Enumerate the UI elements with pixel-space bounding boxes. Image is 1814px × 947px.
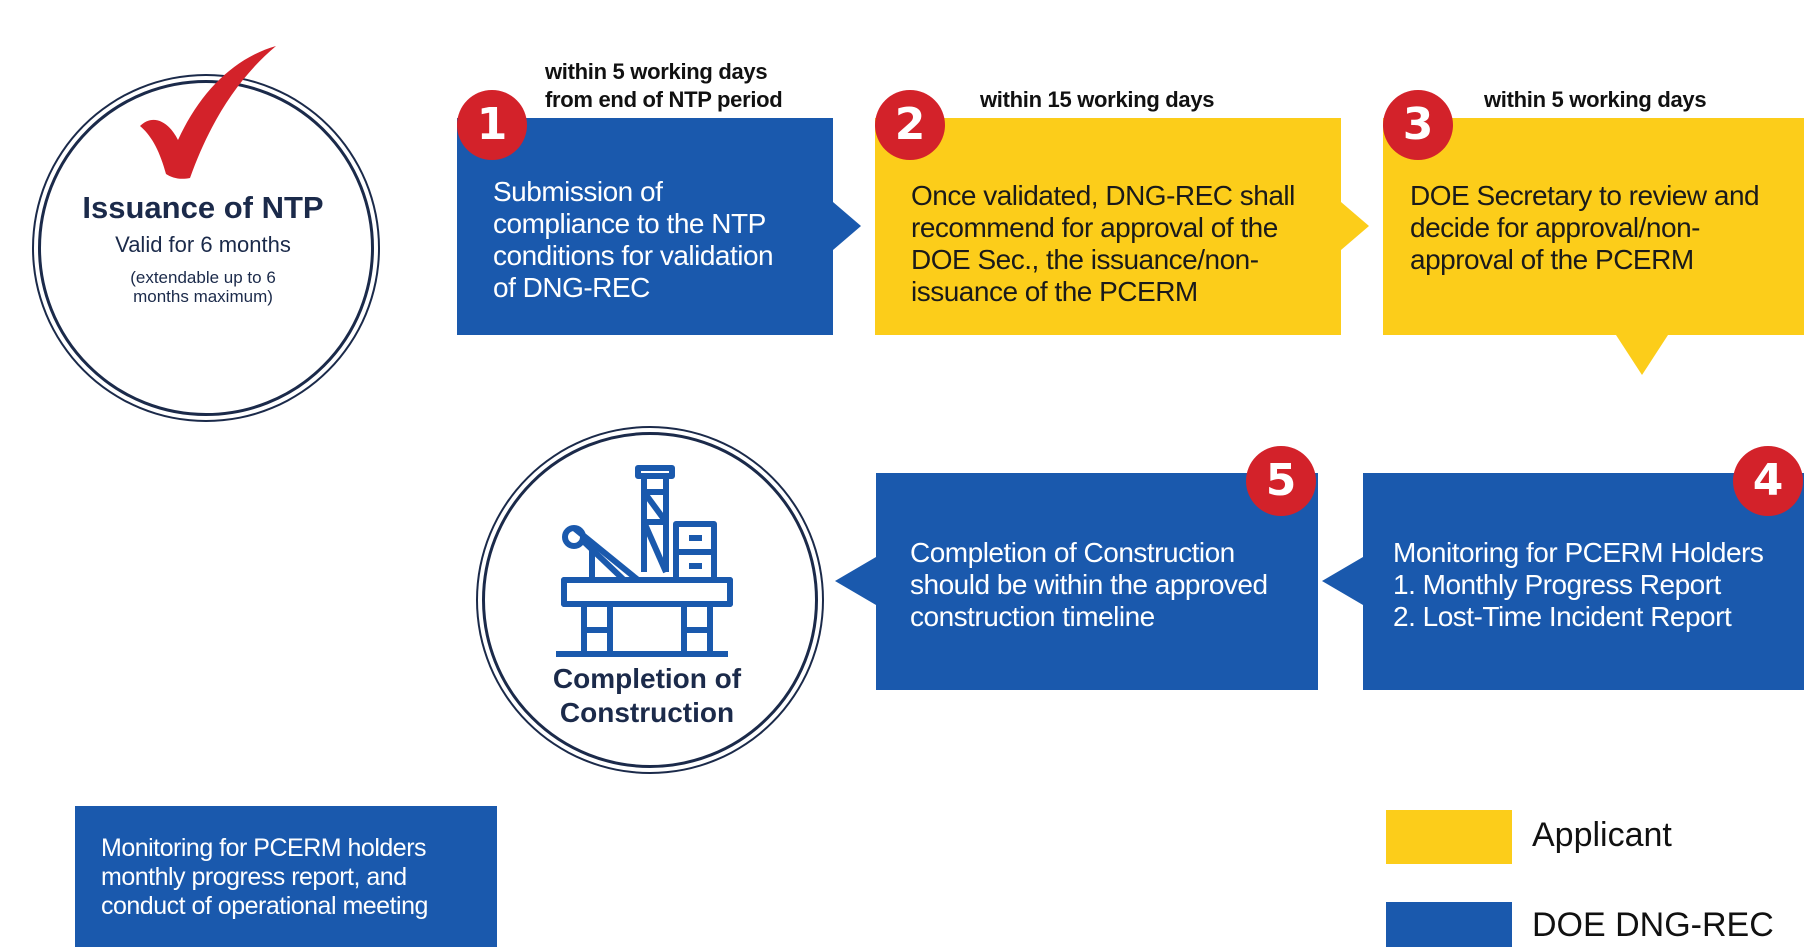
start-subtitle: Valid for 6 months [115, 232, 291, 257]
step-2-badge: 2 [875, 90, 945, 160]
legend-doe-label: DOE DNG-REC [1532, 906, 1774, 944]
step-5-arrow [835, 557, 876, 605]
step-4-badge: 4 [1733, 446, 1803, 516]
legend-applicant-swatch [1386, 810, 1512, 864]
step-2-box: Once validated, DNG-REC shall recommend … [875, 118, 1341, 335]
step-2-arrow [1341, 202, 1369, 250]
monitoring-note-text: Monitoring for PCERM holders monthly pro… [101, 834, 428, 920]
step-3-text: DOE Secretary to review and decide for a… [1410, 180, 1760, 275]
legend-doe-swatch [1386, 902, 1512, 947]
monitoring-note-box: Monitoring for PCERM holders monthly pro… [75, 806, 497, 947]
step-3-box: DOE Secretary to review and decide for a… [1383, 118, 1804, 335]
step-4-box: Monitoring for PCERM Holders 1. Monthly … [1363, 473, 1804, 690]
step-1-timing: within 5 working days from end of NTP pe… [545, 59, 783, 112]
step-4-arrow [1322, 557, 1363, 605]
step-5-box: Completion of Construction should be wit… [876, 473, 1318, 690]
start-note: (extendable up to 6 months maximum) [130, 268, 276, 306]
step-1-box: Submission of compliance to the NTP cond… [457, 118, 833, 335]
step-1-arrow [833, 202, 861, 250]
step-5-badge: 5 [1246, 446, 1316, 516]
legend-applicant-label: Applicant [1532, 816, 1672, 854]
step-3-timing: within 5 working days [1484, 87, 1707, 112]
step-3-arrow [1616, 335, 1668, 375]
step-1-text: Submission of compliance to the NTP cond… [493, 176, 774, 303]
step-5-text: Completion of Construction should be wit… [910, 537, 1268, 632]
step-3-badge: 3 [1383, 90, 1453, 160]
step-2-timing: within 15 working days [980, 87, 1215, 112]
oil-platform-icon [556, 465, 733, 657]
end-title: Completion of Construction [552, 663, 742, 728]
step-4-text: Monitoring for PCERM Holders 1. Monthly … [1393, 537, 1764, 632]
step-2-text: Once validated, DNG-REC shall recommend … [911, 180, 1295, 307]
start-title: Issuance of NTP [82, 190, 324, 225]
checkmark-icon [140, 46, 276, 179]
step-1-badge: 1 [457, 90, 527, 160]
